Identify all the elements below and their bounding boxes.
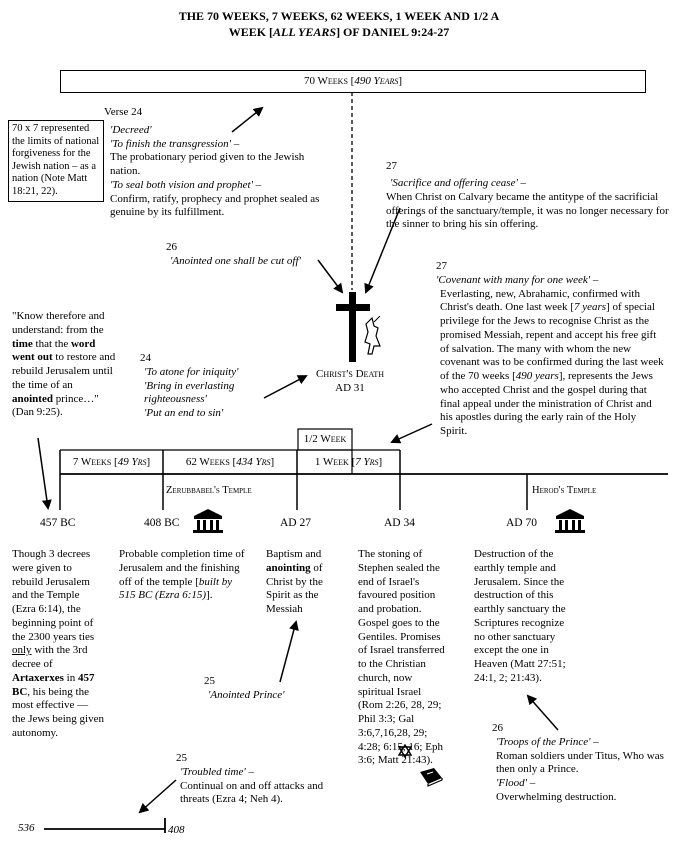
arrow-cut-off [317,259,344,294]
page-title: THE 70 WEEKS, 7 WEEKS, 62 WEEKS, 1 WEEK … [0,8,678,40]
bible-icon [420,768,443,787]
bottom-left-536: 536 [18,822,35,834]
col-457-bc: Though 3 decrees were given to rebuild J… [12,548,104,739]
sixtytwo-weeks-label: 62 Weeks [434 Yrs] [185,456,275,468]
arrow-sacrifice [364,207,401,294]
arrow-trouble [138,779,177,814]
date-ad-70: AD 70 [506,517,537,529]
col-ad-27: Baptism and anointing of Christ by the S… [266,548,323,615]
herods-temple-label: Herod's Temple [532,485,597,496]
star-of-david-icon [398,744,412,758]
col-408-bc: Probable completion time of Jerusalem an… [119,548,245,602]
date-408-bc: 408 BC [144,517,180,529]
date-ad-34: AD 34 [384,517,415,529]
one-week-label: 1 Week [7 Yrs] [314,456,383,468]
col-ad-70: Destruction of the earthly temple and Je… [474,548,566,684]
arrow-troops [526,694,559,731]
verse-25-prince: 25 'Anointed Prince' [204,675,285,701]
col-ad-34: The stoning of Stephen sealed the end of… [358,548,445,767]
arrow-know [37,437,52,510]
verse-26-cut-off: 26 'Anointed one shall be cut off' [166,241,301,267]
seventy-weeks-box: 70 Weeks [490 Years] [60,70,646,93]
date-ad-27: AD 27 [280,517,311,529]
arrow-finish [231,106,264,133]
date-457-bc: 457 BC [40,517,76,529]
verse-26-troops: 26 'Troops of the Prince' – Roman soldie… [492,722,664,803]
verse-24-block: Verse 24 'Decreed' 'To finish the transg… [104,106,336,220]
lamb-icon [364,316,381,355]
zerubbabel-temple-label: Zerubbabel's Temple [166,485,252,496]
seventy-times-seven-box: 70 x 7 represented the limits of nationa… [8,120,104,202]
know-therefore-quote: "Know therefore and understand: from the… [12,310,116,419]
arrow-prince [279,620,299,683]
arrow-atone [263,375,308,399]
verse-24-atone: 24 'To atone for iniquity' 'Bring in eve… [140,352,239,419]
title-line-2: WEEK [ALL YEARS] OF DANIEL 9:24-27 [228,25,450,40]
seven-weeks-label: 7 Weeks [49 Yrs] [72,456,151,468]
temple-icon [555,509,585,533]
verse-25-trouble: 25 'Troubled time' – Continual on and of… [176,752,324,806]
verse-24-heading: Verse 24 [104,106,143,118]
verse-27-sacrifice-text: 'Sacrifice and offering cease' – When Ch… [386,177,669,231]
christs-death-label: Christ's Death AD 31 [315,368,385,394]
half-week-label: 1/2 Week [303,433,347,445]
bottom-right-408: 408 [168,824,185,836]
verse-27-covenant: 27 'Covenant with many for one week' – E… [436,260,664,437]
cross-icon [336,292,370,362]
title-line-1: THE 70 WEEKS, 7 WEEKS, 62 WEEKS, 1 WEEK … [178,9,500,23]
temple-icon [193,509,223,533]
arrow-covenant [390,423,433,444]
